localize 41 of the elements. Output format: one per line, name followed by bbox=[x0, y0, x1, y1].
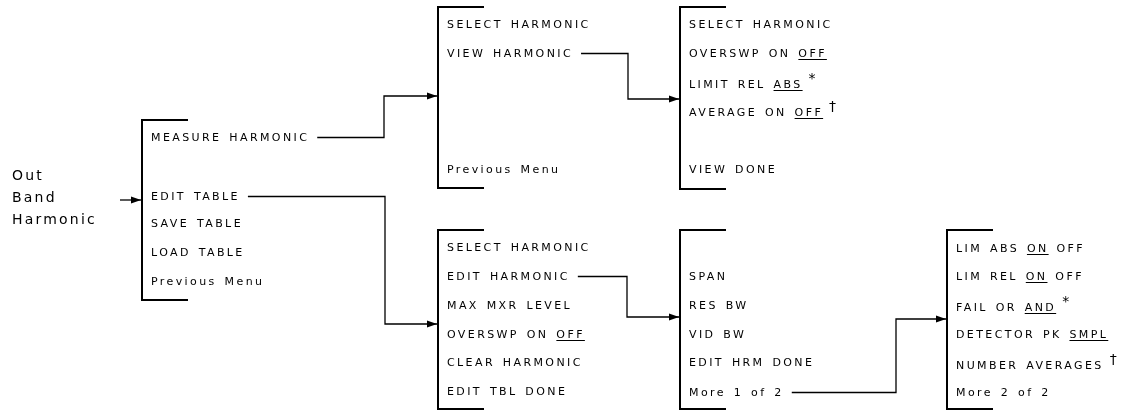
menu-option: Previous Menu bbox=[447, 163, 561, 176]
menu-option: More 2 of 2 bbox=[956, 386, 1051, 399]
menu-option: NUMBER AVERAGES bbox=[956, 359, 1104, 372]
menu-option: LIMIT REL ABS bbox=[689, 78, 803, 91]
menu-option: Previous Menu bbox=[151, 275, 265, 288]
menu-option: EDIT TABLE bbox=[151, 190, 240, 203]
menu-option: SELECT HARMONIC bbox=[447, 18, 591, 31]
menu-option: More 1 of 2 bbox=[689, 386, 784, 399]
arrow bbox=[316, 92, 438, 139]
arrow bbox=[791, 315, 947, 394]
menu-option: OVERSWP ON OFF bbox=[689, 47, 827, 60]
menu-option: EDIT HARMONIC bbox=[447, 270, 570, 283]
arrow bbox=[119, 196, 142, 204]
menu-option: SELECT HARMONIC bbox=[447, 241, 591, 254]
arrow bbox=[247, 195, 438, 328]
arrow bbox=[580, 52, 680, 103]
menu-option: EDIT HRM DONE bbox=[689, 356, 815, 369]
menu-option: LIM ABS ON OFF bbox=[956, 242, 1086, 255]
footnote-mark: * bbox=[808, 70, 816, 86]
menu-option: LIM REL ON OFF bbox=[956, 270, 1084, 283]
footnote-mark: † bbox=[829, 98, 837, 114]
menu-option: EDIT TBL DONE bbox=[447, 385, 568, 398]
menu-option: CLEAR HARMONIC bbox=[447, 356, 583, 369]
menu-option: SAVE TABLE bbox=[151, 217, 243, 230]
menu-option: MEASURE HARMONIC bbox=[151, 131, 310, 144]
menu-option: VIEW HARMONIC bbox=[447, 47, 574, 60]
arrow bbox=[577, 275, 680, 321]
menu-title: Out Band Harmonic bbox=[12, 164, 112, 230]
menu-option: LOAD TABLE bbox=[151, 246, 245, 259]
menu-option: DETECTOR PK SMPL bbox=[956, 328, 1109, 341]
menu-option: VIEW DONE bbox=[689, 163, 777, 176]
menu-option: OVERSWP ON OFF bbox=[447, 328, 585, 341]
footnote-mark: * bbox=[1062, 293, 1070, 309]
menu-option: VID BW bbox=[689, 328, 747, 341]
menu-option: SPAN bbox=[689, 270, 728, 283]
menu-option: AVERAGE ON OFF bbox=[689, 106, 824, 119]
footnote-mark: † bbox=[1109, 351, 1117, 367]
menu-option: RES BW bbox=[689, 299, 749, 312]
menu-option: FAIL OR AND bbox=[956, 301, 1057, 314]
menu-option: SELECT HARMONIC bbox=[689, 18, 833, 31]
menu-option: MAX MXR LEVEL bbox=[447, 299, 573, 312]
